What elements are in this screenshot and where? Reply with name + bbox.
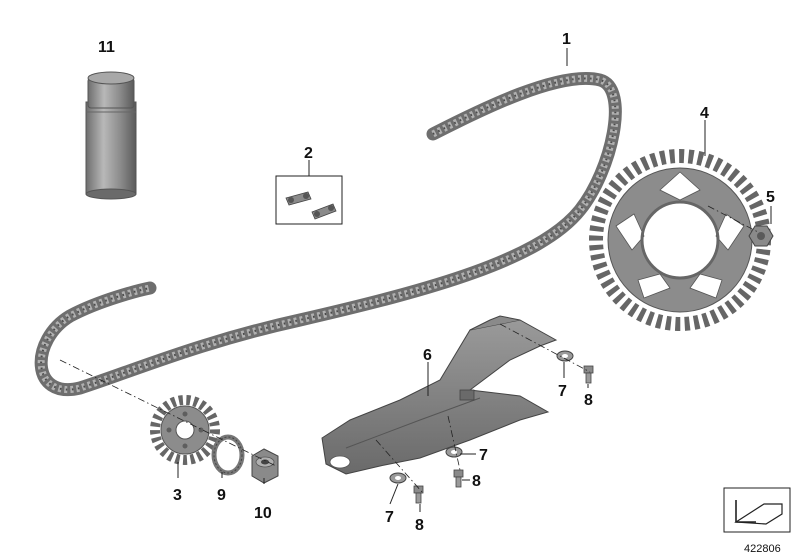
- callout-1: 1: [562, 31, 571, 48]
- callout-7-lower: 7: [385, 509, 394, 526]
- washer-7c: [389, 472, 407, 484]
- lock-washer: [211, 434, 245, 476]
- front-sprocket: [150, 395, 220, 465]
- callouts: 1 2 3 4 5 6 7 7 7 8 8 8 9 10 11: [98, 31, 775, 534]
- callout-7-upper: 7: [558, 383, 567, 400]
- callout-8-lower: 8: [415, 517, 424, 534]
- reference-icon: [723, 487, 791, 533]
- screw-8b: [453, 469, 464, 488]
- callout-8-upper: 8: [584, 392, 593, 409]
- callout-7-middle: 7: [479, 447, 488, 464]
- drive-chain: [34, 72, 622, 397]
- callout-9: 9: [217, 487, 226, 504]
- sprocket-nut: [748, 225, 774, 247]
- washer-7b: [445, 446, 463, 458]
- callout-4: 4: [700, 105, 709, 122]
- callout-10: 10: [254, 505, 272, 522]
- callout-11: 11: [98, 39, 115, 56]
- callout-2: 2: [304, 145, 313, 162]
- callout-3: 3: [173, 487, 182, 504]
- chain-link-set: [275, 175, 343, 225]
- leader-lines: [177, 48, 772, 512]
- screw-8c: [413, 485, 424, 504]
- assembly-axes: [59, 205, 759, 493]
- washer-7a: [556, 350, 574, 362]
- chain-guard: [321, 315, 558, 475]
- sprocket-nut-front: [251, 448, 279, 484]
- screw-8a: [583, 365, 594, 384]
- callout-5: 5: [766, 189, 775, 206]
- callout-8-middle: 8: [472, 473, 481, 490]
- drawing-number: 422806: [744, 543, 781, 555]
- chain-spray-can: [85, 71, 137, 200]
- rear-sprocket: [589, 149, 771, 331]
- callout-6: 6: [423, 347, 432, 364]
